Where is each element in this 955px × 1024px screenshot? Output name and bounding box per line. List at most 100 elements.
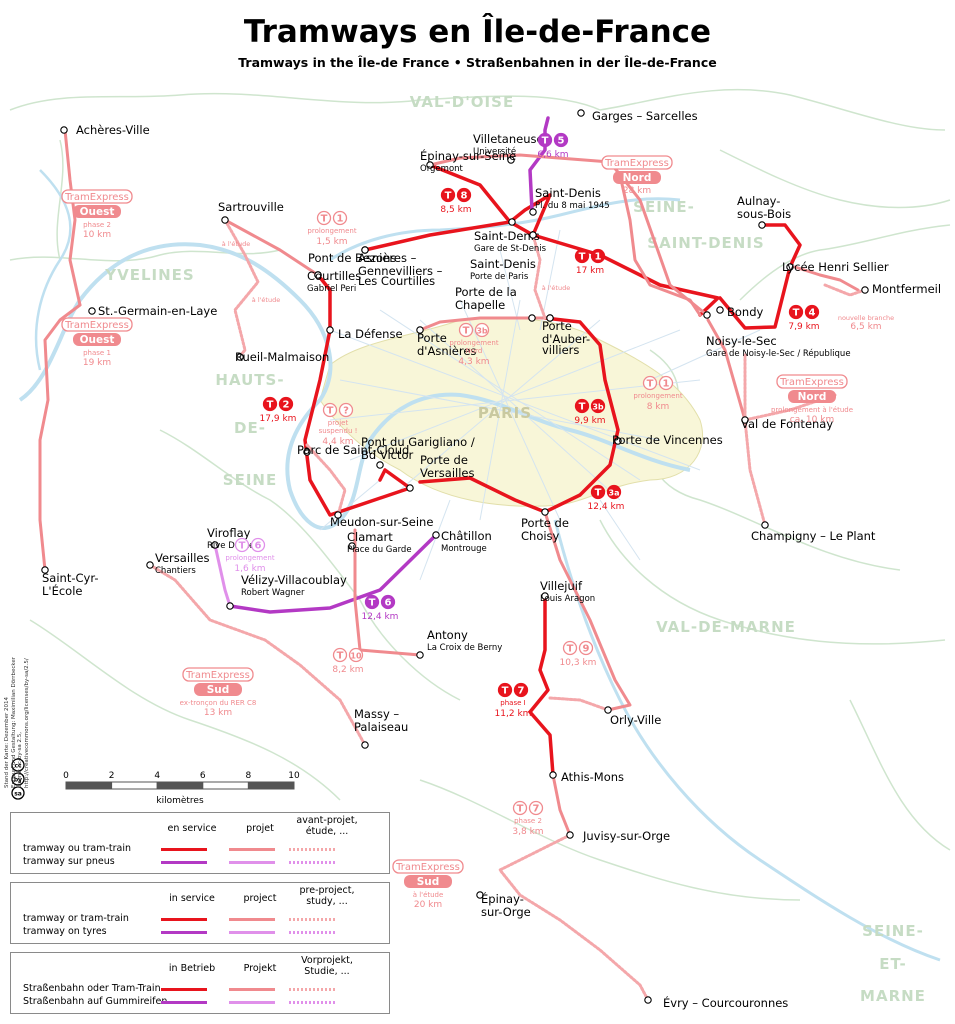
tram-logo-icon [537, 132, 553, 148]
badge-note: phase I [500, 699, 525, 707]
station-subtitle: d'Auber- [542, 332, 590, 346]
station-dot [476, 891, 484, 899]
tramexpress-name-frame [73, 333, 121, 346]
tram-line-segment [548, 696, 610, 712]
badge-length: 9,9 km [574, 416, 605, 426]
legend-header: Vorprojekt, Studie, ... [301, 955, 353, 977]
tram-line-segment [213, 543, 232, 608]
line-number-icon [590, 248, 606, 264]
license-icon [11, 786, 25, 800]
tram-line-segment [418, 316, 547, 332]
station-name: Porte [542, 319, 572, 333]
badge-note: prolongement [225, 554, 274, 562]
tram-logo-letter: T [267, 400, 274, 411]
badge-note: suspendu ! [319, 427, 358, 435]
small-note: nouvelle branche [838, 314, 894, 322]
station-dot [60, 126, 68, 134]
legend-row-label: Straßenbahn auf Gummireifen [23, 996, 168, 1007]
license-label: cc [14, 763, 22, 770]
tram-logo-icon [440, 187, 456, 203]
station-dot [334, 511, 342, 519]
line-number-icon [606, 484, 622, 500]
line-number: 3a [609, 489, 620, 498]
station-name: Lycée Henri Sellier [782, 260, 889, 274]
tram-logo-letter: T [502, 686, 509, 697]
tramexpress-name: Nord [623, 172, 652, 184]
badge-length: 4,3 km [458, 357, 489, 367]
credit-line: Lizenz: cc-by-sa 2.5, http://creativecom… [17, 658, 30, 788]
tram-line-segment [823, 283, 867, 297]
license-label: sa [14, 791, 22, 798]
legend-swatch [229, 1001, 275, 1004]
legend-swatch [161, 861, 207, 864]
badge-length: 7,9 km [788, 322, 819, 332]
tram-line-segment [305, 443, 347, 517]
line-number: 1 [595, 252, 602, 263]
station-subtitle: Porte de Paris [470, 272, 529, 282]
tram-logo-icon [322, 402, 338, 418]
station-dot [41, 566, 49, 574]
tramexpress-frame [776, 374, 848, 389]
legend-swatch [289, 848, 335, 851]
station-dot [528, 314, 536, 322]
line-number: 7 [518, 686, 525, 697]
station-subtitle: Versailles [420, 466, 474, 480]
station-name: Achères-Ville [76, 123, 150, 137]
station-dot [761, 521, 769, 529]
line-number-icon [804, 304, 820, 320]
station-subtitle: Orgemont [420, 164, 464, 174]
line-number-icon [658, 375, 674, 391]
station-name: Val de Fontenay [741, 417, 833, 431]
legend-swatch [161, 848, 207, 851]
legend-header: en service [167, 823, 217, 834]
scale-segment [65, 781, 113, 790]
station-name: Noisy-le-Sec [706, 334, 777, 348]
station-name: Sartrouville [218, 200, 284, 214]
tram-logo-letter: T [647, 379, 654, 390]
station-subtitle: Montrouge [441, 544, 487, 554]
legend-row-label: tramway on tyres [23, 926, 107, 937]
tram-line-segment [303, 273, 412, 517]
scale-segment [247, 781, 295, 790]
station-dot [303, 448, 311, 456]
tramexpress-name: Sud [207, 684, 230, 696]
region-label: SEINE- [862, 922, 924, 940]
legend-header: avant-projet, étude, ... [296, 815, 358, 837]
license-icon [11, 772, 25, 786]
tramexpress-length: 13 km [204, 708, 232, 718]
line-number-icon [332, 210, 348, 226]
station-dot [326, 326, 334, 334]
line-number: 1 [663, 379, 670, 390]
legend-swatch [229, 861, 275, 864]
badge-length: 12,4 km [362, 612, 399, 622]
line-number: 6 [385, 598, 392, 609]
small-note: 6,5 km [850, 322, 881, 332]
tram-line-segment [418, 316, 620, 514]
tram-logo-icon [316, 210, 332, 226]
station-subtitle: sous-Bois [737, 207, 791, 221]
tramexpress-name-frame [613, 171, 661, 184]
station-subtitle: Robert Wagner [241, 588, 305, 598]
line-number: 10 [350, 652, 362, 661]
legend-header: project [243, 893, 277, 904]
line-number-icon [474, 322, 490, 338]
credit-text: Stand der Karte: Dezember 2014 Entwurf u… [4, 638, 30, 788]
station-name: Évry – Courcouronnes [663, 995, 788, 1010]
tram-logo-icon [262, 396, 278, 412]
tram-logo-icon [364, 594, 380, 610]
station-name: La Défense [338, 327, 403, 341]
tram-line-segment [223, 218, 260, 358]
station-subtitle: Pl. du 8 mai 1945 [535, 201, 610, 211]
station-dot [236, 353, 244, 361]
station-name: Rueil-Malmaison [235, 350, 329, 364]
scale-tick: 4 [154, 771, 160, 781]
station-name: Saint-Cyr- [42, 571, 98, 585]
line-number: 9 [583, 644, 590, 655]
